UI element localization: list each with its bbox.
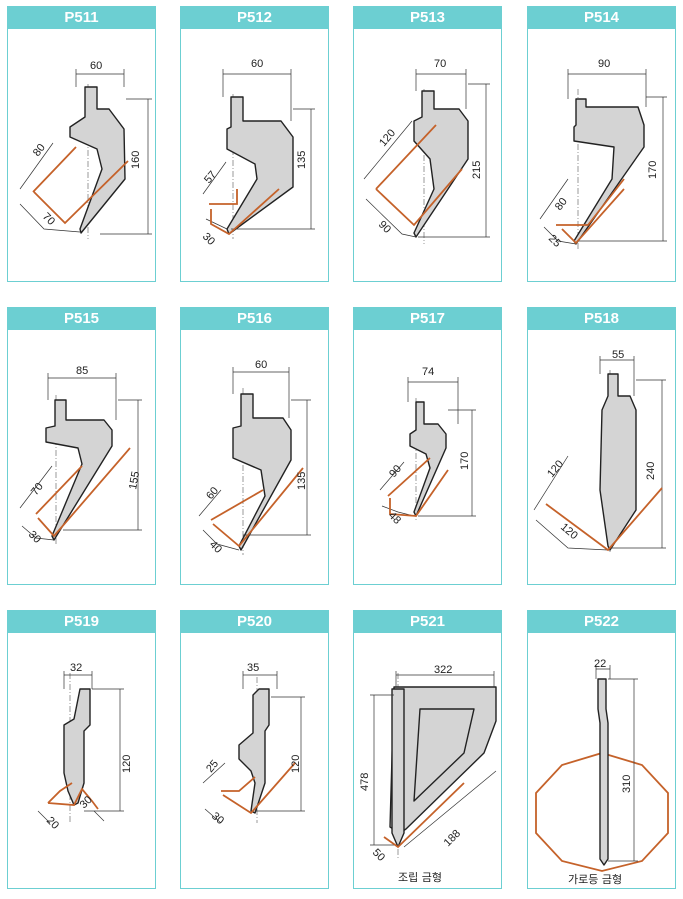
dim-flange: 120 xyxy=(377,127,398,149)
tool-card-p518: P518 55 120 240 120 xyxy=(527,307,676,585)
tool-label: P521 xyxy=(354,611,501,633)
tool-card-p520: P520 35 25 120 30 xyxy=(180,610,329,889)
dim-height: 478 xyxy=(359,773,371,791)
dim-height: 155 xyxy=(127,470,142,490)
tool-label: P516 xyxy=(181,308,328,330)
dim-width: 85 xyxy=(76,365,88,377)
dim-height: 135 xyxy=(296,472,308,490)
dim-width: 322 xyxy=(434,664,452,676)
dim-tip: 50 xyxy=(370,847,387,864)
dim-tip: 30 xyxy=(209,810,226,827)
dim-width: 74 xyxy=(422,366,434,378)
tool-drawing: 90 80 170 25 xyxy=(539,58,667,250)
tool-drawing: 22 310 가로등 금형 xyxy=(535,658,669,886)
tool-label: P512 xyxy=(181,7,328,29)
tool-drawing: 35 25 120 30 xyxy=(202,662,305,827)
tool-label: P513 xyxy=(354,7,501,29)
dim-flange: 57 xyxy=(202,169,219,186)
punch-profile xyxy=(413,90,469,238)
punch-profile xyxy=(599,373,637,551)
dim-flange: 80 xyxy=(553,196,570,213)
dim-flange: 90 xyxy=(387,463,404,480)
dim-height: 170 xyxy=(647,161,659,179)
tool-card-p514: P514 90 80 170 25 xyxy=(527,6,676,282)
dim-tip: 40 xyxy=(207,539,224,556)
dim-height: 120 xyxy=(290,755,302,773)
tool-label: P522 xyxy=(528,611,675,633)
tool-label: P519 xyxy=(8,611,155,633)
dim-width: 55 xyxy=(612,349,624,361)
dim-tip: 30 xyxy=(200,231,217,248)
punch-profile xyxy=(573,98,645,245)
tool-drawing: 85 70 155 30 xyxy=(19,365,142,546)
dim-tip: 120 xyxy=(558,521,580,542)
dim-width: 32 xyxy=(70,662,82,674)
dim-height: 240 xyxy=(645,462,657,480)
punch-profile xyxy=(238,688,270,814)
punch-profile xyxy=(232,393,292,551)
tool-card-p521: P521 322 478 188 50 조립 금형 xyxy=(353,610,502,889)
dim-width: 35 xyxy=(247,662,259,674)
dim-width: 90 xyxy=(598,58,610,70)
punch-profile xyxy=(45,399,113,541)
tool-card-p516: P516 60 60 135 40 xyxy=(180,307,329,585)
tool-drawing: 32 120 20 30 xyxy=(37,662,133,832)
tool-label: P520 xyxy=(181,611,328,633)
dim-flange: 120 xyxy=(545,458,566,480)
dim-length: 188 xyxy=(442,828,463,849)
tool-label: P514 xyxy=(528,7,675,29)
tool-card-p519: P519 32 120 20 30 xyxy=(7,610,156,889)
punch-profile xyxy=(63,688,91,806)
dim-height: 170 xyxy=(459,452,471,470)
dim-tip: 48 xyxy=(386,510,403,527)
tool-card-p517: P517 74 90 170 48 xyxy=(353,307,502,585)
dim-height: 135 xyxy=(296,151,308,169)
dim-flange: 25 xyxy=(204,758,221,775)
tool-label: P515 xyxy=(8,308,155,330)
dim-width: 22 xyxy=(594,658,606,670)
dim-height: 215 xyxy=(471,161,483,179)
tool-card-p522: P522 22 310 가로등 금형 xyxy=(527,610,676,889)
tool-drawing: 74 90 170 48 xyxy=(379,366,476,527)
dim-height: 160 xyxy=(130,151,142,169)
tool-card-p511: P511 60 80 160 70 xyxy=(7,6,156,282)
dim-width: 60 xyxy=(90,60,102,72)
tool-card-p513: P513 70 120 215 90 xyxy=(353,6,502,282)
tool-drawing: 322 478 188 50 조립 금형 xyxy=(359,664,497,884)
dim-height: 310 xyxy=(621,775,633,793)
punch-profile xyxy=(69,86,126,234)
dim-tip: 90 xyxy=(376,219,393,236)
tool-card-p512: P512 60 57 135 30 xyxy=(180,6,329,282)
dim-tip: 25 xyxy=(546,233,563,250)
dim-height: 120 xyxy=(121,755,133,773)
tool-label: P511 xyxy=(8,7,155,29)
tool-drawing: 55 120 240 120 xyxy=(533,349,666,552)
tool-drawing: 60 60 135 40 xyxy=(198,359,311,556)
tool-card-p515: P515 85 70 155 30 xyxy=(7,307,156,585)
tool-label: P518 xyxy=(528,308,675,330)
dim-width: 60 xyxy=(251,58,263,70)
dim-flange: 80 xyxy=(31,142,48,159)
punch-profile xyxy=(597,678,609,866)
tool-caption: 가로등 금형 xyxy=(568,873,622,886)
punch-holder xyxy=(391,688,405,848)
tool-drawing: 70 120 215 90 xyxy=(363,58,490,244)
punch-profile xyxy=(389,686,497,834)
dim-tip: 20 xyxy=(44,815,61,832)
tool-drawing: 60 57 135 30 xyxy=(200,58,315,248)
tool-drawing: 60 80 160 70 xyxy=(19,60,152,239)
dim-width: 70 xyxy=(434,58,446,70)
tool-caption: 조립 금형 xyxy=(398,871,442,884)
dim-flange: 70 xyxy=(29,481,46,498)
dim-width: 60 xyxy=(255,359,267,371)
tool-label: P517 xyxy=(354,308,501,330)
dim-flange: 60 xyxy=(204,485,221,502)
punch-profile xyxy=(226,96,294,235)
